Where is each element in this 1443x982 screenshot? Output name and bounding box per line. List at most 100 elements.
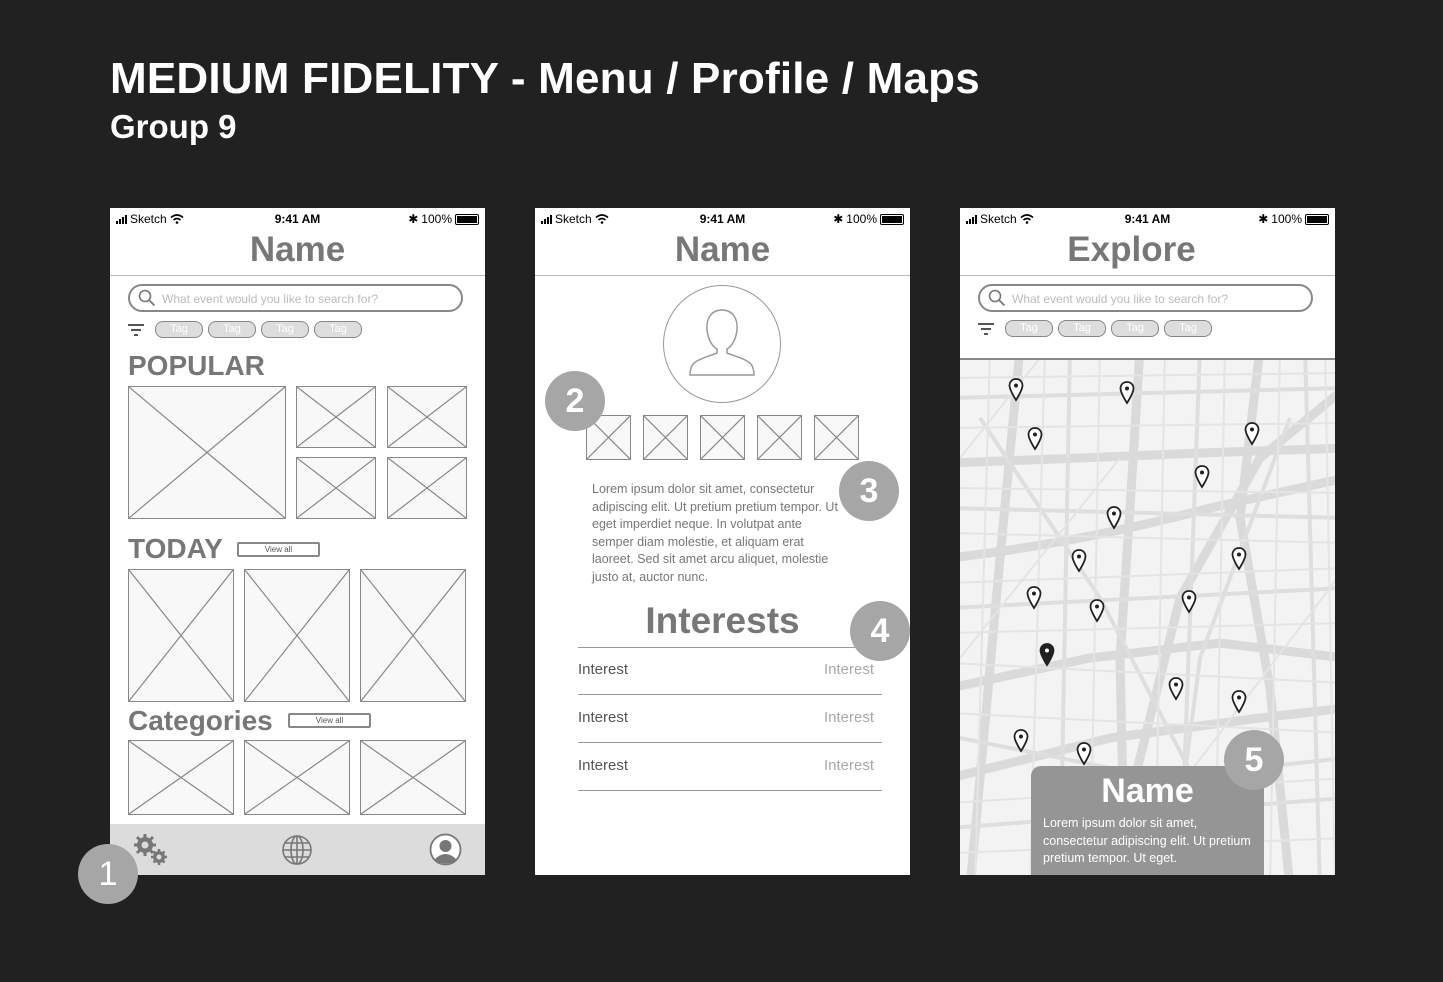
- filter-icon[interactable]: [978, 322, 994, 335]
- image-placeholder-icon: [701, 416, 744, 459]
- photo-thumbnail[interactable]: [643, 415, 688, 460]
- wifi-icon: [1020, 214, 1034, 224]
- map-pin-icon[interactable]: [1071, 549, 1087, 573]
- tag-chip[interactable]: Tag: [1111, 320, 1159, 337]
- category-image-placeholder[interactable]: [244, 740, 350, 815]
- carrier-label: Sketch: [130, 212, 167, 226]
- map-pin-icon[interactable]: [1244, 422, 1260, 446]
- tag-chip[interactable]: Tag: [1164, 320, 1212, 337]
- list-item[interactable]: Interest Interest: [578, 695, 882, 743]
- map-pin-icon[interactable]: [1027, 427, 1043, 451]
- event-image-placeholder[interactable]: [387, 457, 467, 519]
- photo-thumbnail[interactable]: [586, 415, 631, 460]
- photo-thumbnail[interactable]: [757, 415, 802, 460]
- map-pin-icon[interactable]: [1168, 677, 1184, 701]
- image-placeholder-icon: [388, 387, 466, 447]
- categories-view-all-button[interactable]: View all: [288, 713, 371, 728]
- carrier-label: Sketch: [980, 212, 1017, 226]
- image-placeholder-icon: [815, 416, 858, 459]
- event-image-placeholder[interactable]: [244, 569, 350, 702]
- profile-icon[interactable]: [429, 833, 462, 866]
- map-pin-icon[interactable]: [1089, 599, 1105, 623]
- event-image-placeholder[interactable]: [296, 457, 376, 519]
- category-image-placeholder[interactable]: [128, 740, 234, 815]
- signal-icon: [541, 214, 552, 224]
- globe-icon[interactable]: [281, 834, 313, 866]
- map-pin-icon[interactable]: [1119, 381, 1135, 405]
- screen-title: Name: [249, 230, 346, 269]
- image-placeholder-icon: [758, 416, 801, 459]
- avatar[interactable]: [663, 285, 781, 403]
- search-icon: [138, 289, 156, 307]
- map-pin-icon[interactable]: [1008, 378, 1024, 402]
- battery-label: 100%: [1271, 212, 1302, 226]
- menu-screen: Sketch 9:41 AM ✱100% Name What event wou…: [110, 208, 485, 875]
- carrier-label: Sketch: [555, 212, 592, 226]
- tag-chip[interactable]: Tag: [1005, 320, 1053, 337]
- event-image-placeholder[interactable]: [387, 386, 467, 448]
- signal-icon: [116, 214, 127, 224]
- map-pin-icon[interactable]: [1181, 590, 1197, 614]
- image-placeholder-icon: [129, 387, 285, 518]
- bluetooth-icon: ✱: [408, 212, 419, 226]
- street-map: [960, 358, 1335, 875]
- event-image-placeholder[interactable]: [128, 569, 234, 702]
- tag-chip[interactable]: Tag: [1058, 320, 1106, 337]
- search-placeholder: What event would you like to search for?: [1012, 292, 1229, 306]
- signal-icon: [966, 214, 977, 224]
- event-image-placeholder[interactable]: [360, 569, 466, 702]
- selected-map-pin-icon[interactable]: [1039, 643, 1055, 667]
- divider: [960, 358, 1335, 360]
- user-silhouette-icon: [689, 309, 755, 376]
- settings-icon[interactable]: [132, 832, 170, 868]
- filter-icon[interactable]: [128, 323, 144, 336]
- status-bar: Sketch 9:41 AM ✱100%: [110, 208, 485, 228]
- interest-label: Interest: [578, 709, 629, 726]
- search-input[interactable]: What event would you like to search for?: [978, 284, 1313, 312]
- profile-bio: Lorem ipsum dolor sit amet, consectetur …: [592, 482, 838, 584]
- map-pin-icon[interactable]: [1231, 690, 1247, 714]
- photo-thumbnail[interactable]: [814, 415, 859, 460]
- screen-title: Explore: [1067, 230, 1196, 269]
- divider: [578, 647, 882, 648]
- event-info-card[interactable]: Name Lorem ipsum dolor sit amet, consect…: [1031, 766, 1264, 875]
- image-placeholder-icon: [297, 387, 375, 447]
- categories-heading: Categories: [128, 705, 273, 736]
- divider: [578, 790, 882, 791]
- status-time: 9:41 AM: [1124, 212, 1171, 226]
- event-image-placeholder[interactable]: [128, 386, 286, 519]
- image-placeholder-icon: [245, 741, 349, 814]
- battery-icon: [880, 213, 904, 225]
- search-input[interactable]: What event would you like to search for?: [128, 284, 463, 312]
- category-image-placeholder[interactable]: [360, 740, 466, 815]
- today-view-all-button[interactable]: View all: [237, 542, 320, 557]
- event-image-placeholder[interactable]: [296, 386, 376, 448]
- annotation-badge: 3: [839, 461, 899, 521]
- search-placeholder: What event would you like to search for?: [162, 292, 379, 306]
- event-card-title: Name: [1101, 772, 1194, 810]
- interest-value: Interest: [823, 709, 874, 726]
- map-pin-icon[interactable]: [1013, 729, 1029, 753]
- map-pin-icon[interactable]: [1106, 506, 1122, 530]
- bluetooth-icon: ✱: [833, 212, 844, 226]
- photo-thumbnail[interactable]: [700, 415, 745, 460]
- divider: [578, 694, 882, 695]
- map-pin-icon[interactable]: [1194, 465, 1210, 489]
- profile-screen: Sketch 9:41 AM ✱100% Name Lorem ipsum do…: [535, 208, 910, 875]
- battery-label: 100%: [421, 212, 452, 226]
- tag-chip[interactable]: Tag: [155, 321, 203, 338]
- interest-label: Interest: [578, 661, 629, 678]
- image-placeholder-icon: [644, 416, 687, 459]
- map-pin-icon[interactable]: [1076, 742, 1092, 766]
- map-pin-icon[interactable]: [1026, 586, 1042, 610]
- tag-chip[interactable]: Tag: [208, 321, 256, 338]
- interest-value: Interest: [823, 757, 874, 774]
- status-time: 9:41 AM: [699, 212, 746, 226]
- today-heading: TODAY: [128, 533, 223, 564]
- tag-chip[interactable]: Tag: [261, 321, 309, 338]
- map-pin-icon[interactable]: [1231, 547, 1247, 571]
- battery-icon: [1305, 213, 1329, 225]
- tag-chip[interactable]: Tag: [314, 321, 362, 338]
